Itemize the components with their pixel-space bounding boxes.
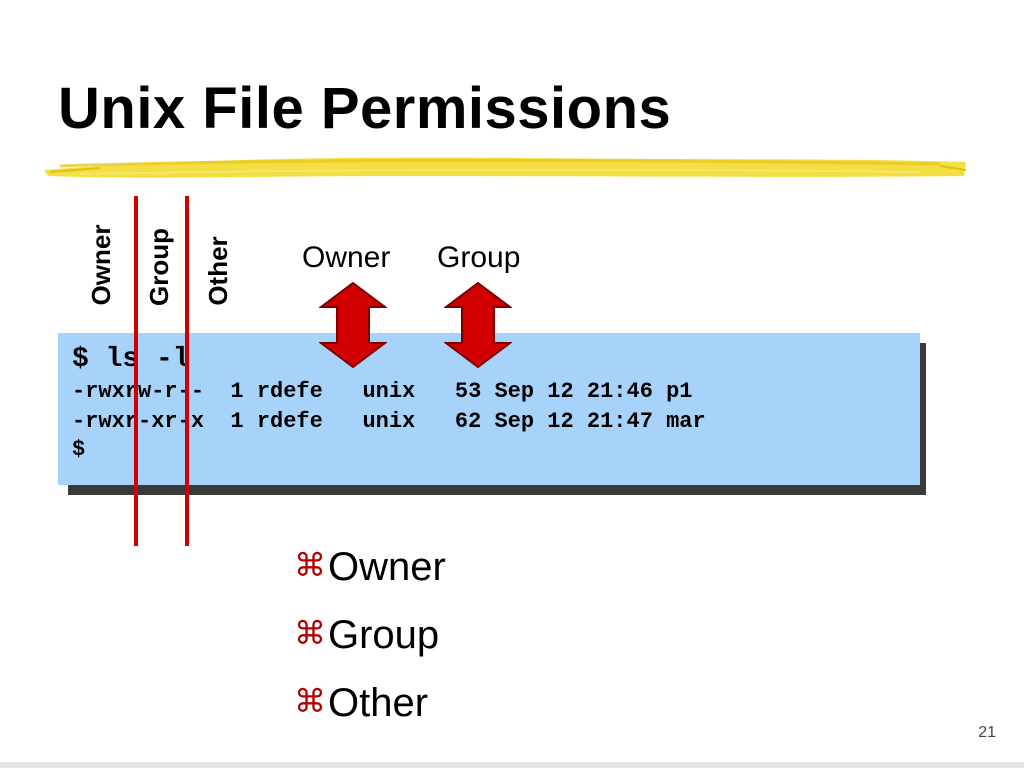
slide-title: Unix File Permissions	[58, 76, 672, 141]
group-double-arrow-icon	[444, 282, 512, 368]
column-label-owner: Owner	[302, 241, 391, 274]
vertical-label-other: Other	[203, 236, 233, 306]
vertical-label-group: Group	[144, 228, 174, 306]
terminal-end-prompt: $	[72, 437, 86, 462]
title-highlighter-stroke	[44, 157, 967, 178]
command-key-icon: ⌘	[294, 683, 326, 719]
bullet-label: Owner	[328, 545, 446, 589]
terminal-line-mar: -rwxr-xr-x 1 rdefe unix 62 Sep 12 21:47 …	[72, 409, 706, 434]
bottom-band	[0, 762, 1024, 768]
owner-group-divider-line	[134, 196, 138, 546]
bullet-label: Other	[328, 681, 429, 725]
terminal-prompt: $ ls -l	[72, 344, 190, 375]
owner-double-arrow-icon	[319, 282, 387, 368]
bullet-list: ⌘Owner ⌘Group ⌘Other	[294, 532, 446, 736]
group-other-divider-line	[185, 196, 189, 546]
column-label-group: Group	[437, 241, 521, 274]
command-key-icon: ⌘	[294, 615, 326, 651]
command-key-icon: ⌘	[294, 547, 326, 583]
bullet-label: Group	[328, 613, 440, 657]
vertical-label-owner: Owner	[86, 224, 116, 306]
bullet-item-owner: ⌘Owner	[294, 532, 446, 600]
terminal-line-p1: -rwxrw-r-- 1 rdefe unix 53 Sep 12 21:46 …	[72, 379, 693, 404]
bullet-item-group: ⌘Group	[294, 600, 446, 668]
page-number: 21	[978, 724, 996, 741]
bullet-item-other: ⌘Other	[294, 668, 446, 736]
